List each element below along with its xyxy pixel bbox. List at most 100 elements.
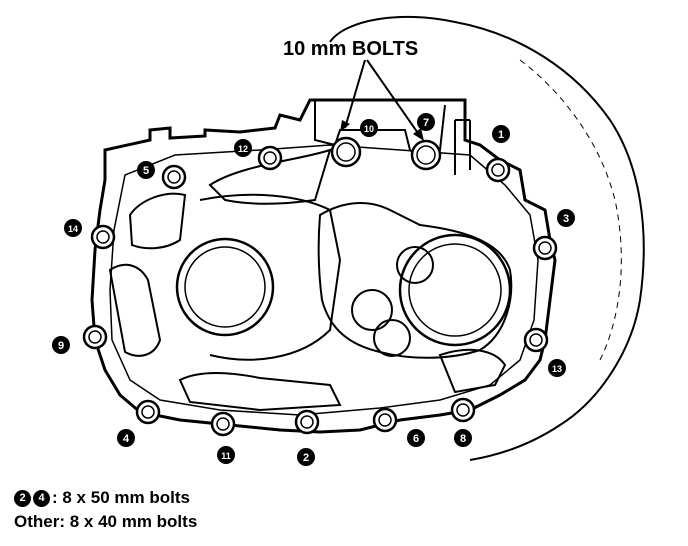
bolt-washer-2 [300,415,314,429]
bolt-number-5: 5 [143,165,149,177]
bolt-head-11 [210,411,236,437]
bolt-number-13: 13 [552,364,562,374]
bell-housing-outline [329,15,645,461]
callout-arrow-to-bolt-7 [366,59,421,137]
bolt-head-3 [532,235,558,261]
bolt-14: 14 [64,219,116,250]
bolt-head-5 [161,164,187,190]
bolt-washer-1 [491,163,505,177]
bolt-number-9: 9 [58,340,64,352]
bolt-head-2 [294,409,320,435]
bolt-number-2: 2 [303,452,309,464]
bolt-11: 11 [210,411,236,464]
countershaft-bore-inner [408,243,502,337]
bolt-marker-11 [217,446,235,464]
bolt-marker-5 [137,161,155,179]
callout-arrow-head-7 [413,128,424,141]
bolt-marker-4 [117,429,135,447]
bell-housing-inner-edge [519,59,622,361]
bolt-head-7 [410,139,442,171]
bolt-number-4: 4 [123,433,130,445]
bolt-washer-7 [416,145,436,165]
callout-arrow-head-10 [340,120,350,132]
bolt-marker-10 [360,119,378,137]
bolt-6: 6 [372,407,425,447]
bolt-number-1: 1 [498,129,504,141]
bolt-head-6 [372,407,398,433]
note-marker-2: 2 [14,490,31,507]
callout-label: 10 mm BOLTS [283,38,418,60]
bolt-washer-4 [141,405,155,419]
lower-web [178,372,342,412]
bolt-washer-11 [216,417,230,431]
small-bore-a [396,246,434,284]
note-line1-text: : 8 x 50 mm bolts [52,488,190,507]
bolt-7: 7 [410,113,442,171]
bolt-washer-6 [378,413,392,427]
bolt-washer-13 [529,333,543,347]
small-bore-c [373,319,411,357]
bolt-marker-9 [52,336,70,354]
bolt-size-note-other: Other: 8 x 40 mm bolts [14,512,197,532]
bolt-number-3: 3 [563,213,569,225]
bolt-washer-3 [538,241,552,255]
bolt-9: 9 [52,324,108,354]
bolt-head-13 [523,327,549,353]
right-case-boss [317,202,513,359]
bolt-marker-13 [548,359,566,377]
left-rib-pocket [128,192,187,250]
bolt-head-1 [485,157,511,183]
bolt-5: 5 [137,161,187,190]
bolt-number-11: 11 [221,451,231,461]
mainshaft-bore [175,237,275,337]
bolt-number-8: 8 [460,433,466,445]
bolt-2: 2 [294,409,320,466]
bolt-12: 12 [234,139,283,171]
note-line2-text: Other: 8 x 40 mm bolts [14,512,198,531]
bolt-washer-9 [88,330,102,344]
bolt-head-4 [135,399,161,425]
small-bore-b [351,289,393,331]
bolt-marker-14 [64,219,82,237]
bolt-head-12 [257,145,283,171]
bolt-head-8 [450,397,476,423]
bolt-3: 3 [532,209,575,261]
bolt-head-14 [90,224,116,250]
left-lower-rib [108,263,162,357]
bolt-number-12: 12 [238,144,248,154]
bolt-marker-7 [417,113,435,131]
case-outline [90,98,557,434]
bolt-marker-3 [557,209,575,227]
bolt-4: 4 [117,399,161,447]
bolt-marker-6 [407,429,425,447]
bolt-10: 10 [330,119,378,168]
bolt-washer-5 [167,170,181,184]
note-marker-4: 4 [33,490,50,507]
bolt-number-14: 14 [68,224,78,234]
upper-web [208,148,332,205]
bolt-number-7: 7 [423,117,429,129]
bolt-number-10: 10 [364,124,374,134]
callout-arrow-to-bolt-10 [344,59,366,129]
bolt-washer-10 [336,142,356,162]
countershaft-bore [398,233,512,347]
bolt-head-9 [82,324,108,350]
bolt-washer-8 [456,403,470,417]
bolt-marker-2 [297,448,315,466]
bolt-washer-12 [263,151,277,165]
right-lower-pocket [438,348,507,394]
center-web [199,193,342,361]
bolt-8: 8 [450,397,476,447]
bolt-washer-14 [96,230,110,244]
bolt-1: 1 [485,125,511,183]
bolt-marker-1 [492,125,510,143]
top-bracket-slot [454,119,471,175]
bolt-13: 13 [523,327,566,377]
bolt-number-6: 6 [413,433,419,445]
mainshaft-bore-inner [184,246,266,328]
bolt-marker-8 [454,429,472,447]
bolt-marker-12 [234,139,252,157]
